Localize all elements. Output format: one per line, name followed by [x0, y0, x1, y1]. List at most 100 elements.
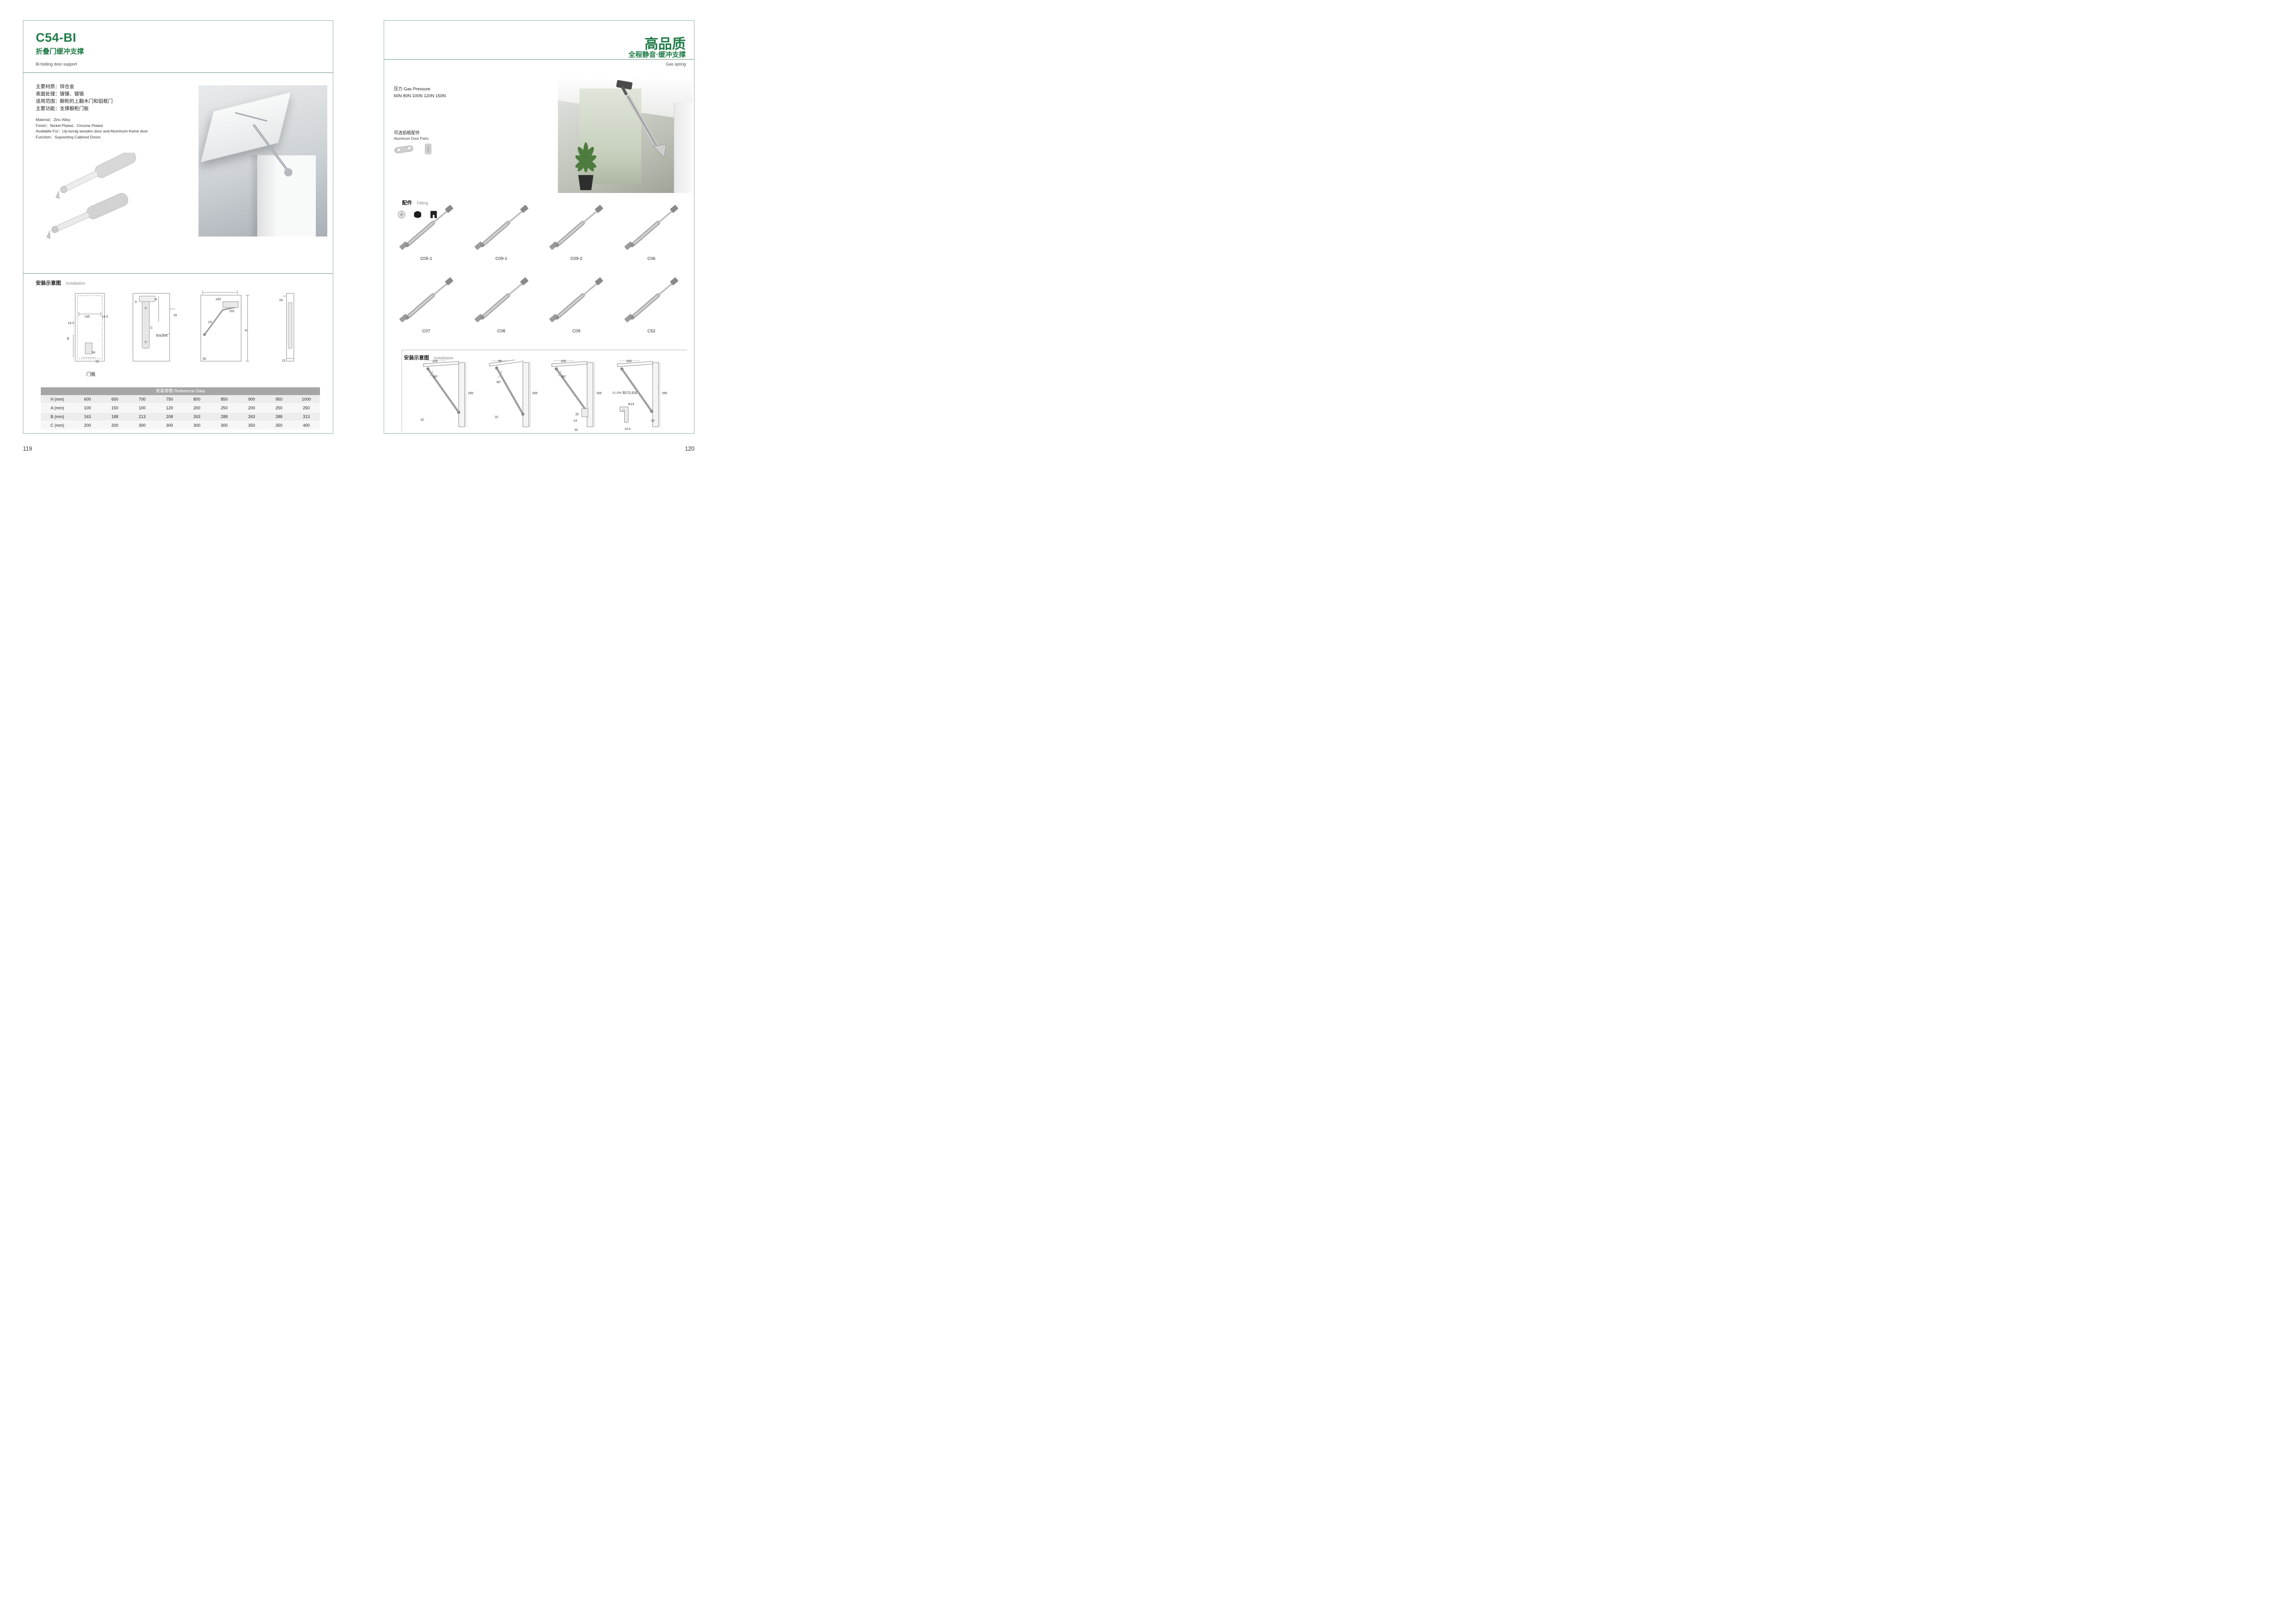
- table-cell: 200: [193, 406, 201, 410]
- left-page-header: C54-BI 折叠门缓冲支撑 Bi folding door support: [36, 31, 84, 66]
- table-cell: 313: [303, 414, 310, 419]
- spec-line: 表面处理：镀镍、镀铬: [36, 91, 84, 97]
- application-photo: [198, 85, 327, 237]
- table-cell: 950: [275, 397, 283, 402]
- dim-label: 12: [282, 359, 286, 363]
- installation-section-title: 安装示意图 Installation: [36, 279, 85, 287]
- gas-spring-photo: [547, 203, 606, 254]
- dim-label: 193: [215, 298, 221, 301]
- aluminum-parts-icons: [394, 143, 433, 155]
- gas-spring-photo: [397, 203, 456, 254]
- product-label: C09-2: [570, 256, 583, 261]
- dim-label: A: [155, 298, 157, 301]
- spec-line: 主要材质：锌合金: [36, 84, 74, 89]
- application-photo: [558, 79, 693, 193]
- spec-line: 主要功能：支撑橱柜门板: [36, 106, 89, 111]
- right-catalog-page: 高品质 全程静音·缓冲支撑 Gas spring 压力 Gas Pressure…: [384, 20, 694, 434]
- product-grid: C05-1 C09-1 C09-2 C06 C07 C08 C09 C52: [391, 203, 687, 340]
- dim-label: C: [150, 326, 153, 330]
- table-cell: 900: [248, 397, 255, 402]
- table-row-label: A (mm): [50, 406, 64, 410]
- aluminum-parts-label-cn: 可选铝框配件: [394, 131, 420, 136]
- product-photo: [39, 151, 145, 240]
- section-divider: [23, 273, 333, 274]
- door-panel-label: 门板: [86, 372, 96, 377]
- aluminum-clip-icon: [425, 143, 431, 154]
- installation-drawing-door-panel: 135 14.5 14.5 B 54 12: [67, 289, 110, 369]
- table-cell: 250: [303, 406, 310, 410]
- install-diagram-3: 100 80° 265 32 14 32: [547, 360, 606, 432]
- table-cell: 288: [275, 414, 283, 419]
- gas-spring-photo: [547, 275, 606, 327]
- fitting-title-cn: 配件: [402, 200, 412, 206]
- swivel-fitting-icon: [397, 210, 406, 219]
- table-cell: 600: [84, 397, 91, 402]
- dim-label: 侧板厚度: [156, 334, 168, 337]
- table-cell: 750: [166, 397, 173, 402]
- aluminum-bracket-icon: [394, 145, 413, 154]
- table-cell: 300: [166, 423, 173, 428]
- product-label: C09-1: [495, 256, 507, 261]
- dim-label: 265: [468, 392, 474, 395]
- table-cell: 100: [84, 406, 91, 410]
- quality-title-cn: 高品质: [645, 37, 686, 52]
- page-number-left: 119: [23, 446, 32, 452]
- table-row-label: B (mm): [50, 414, 64, 419]
- cabinet-shadow: [249, 155, 257, 237]
- table-cell: 400: [303, 423, 310, 428]
- dim-label: 100: [626, 360, 632, 363]
- plant: [575, 142, 596, 190]
- dim-label: 265: [596, 392, 602, 395]
- table-row-label: H (mm): [50, 397, 64, 402]
- table-cell: 288: [220, 414, 228, 419]
- spec-line: 适用范围：橱柜的上翻木门和铝框门: [36, 99, 113, 104]
- dim-label: Φ15: [628, 403, 634, 406]
- dim-label: 10: [651, 419, 655, 423]
- gas-spring-illustration: [616, 80, 667, 158]
- reference-table-title: 安装参数 Reference Data: [41, 387, 320, 395]
- spec-line: Finish：Nickel Plated、Chrome Plated: [36, 123, 103, 128]
- table-cell: 300: [193, 423, 201, 428]
- table-cell: 263: [193, 414, 201, 419]
- quality-subtitle-cn: 全程静音·缓冲支撑: [628, 51, 686, 59]
- fitting-icons: [396, 209, 440, 220]
- gas-pressure-values: 60N 80N 100N 120N 150N: [394, 94, 446, 99]
- specs-english: Material：Zinc Alloy Finish：Nickel Plated…: [36, 117, 148, 140]
- black-cap-fitting-icon: [414, 211, 421, 218]
- aluminum-parts-block: 可选铝框配件 Aluminum Door Parts: [394, 129, 429, 141]
- installation-title-en: Installation: [66, 281, 86, 286]
- spec-line: Function：Supoorting Cabined Doors: [36, 134, 101, 139]
- installation-drawing-section: 24 12: [279, 289, 300, 369]
- table-cell: 250: [275, 406, 283, 410]
- dim-label: 100: [432, 360, 438, 363]
- install-diagram-1: 100 80° 265 10: [419, 360, 478, 432]
- dim-label: 135: [84, 315, 90, 319]
- table-cell: 200: [248, 406, 255, 410]
- table-cell: 850: [220, 397, 228, 402]
- aluminum-parts-label-en: Aluminum Door Parts: [394, 137, 429, 141]
- dim-label: 32: [574, 429, 578, 432]
- stay-arm-illustration: [235, 112, 292, 176]
- product-label: C52: [647, 329, 656, 334]
- gas-spring-photo: [397, 275, 456, 327]
- gas-spring-photo: [472, 203, 531, 254]
- install-diagram-4: 100 265 01.004 需打孔安装 Φ15 14.5 10: [612, 360, 672, 432]
- black-clip-fitting-icon: [430, 211, 437, 218]
- product-cell: C52: [616, 275, 687, 340]
- dim-label: B: [67, 337, 69, 341]
- header-divider: [384, 59, 694, 60]
- dim-label: 80°: [562, 375, 567, 379]
- product-label: C09: [572, 329, 581, 334]
- dim-label: 14: [573, 419, 577, 423]
- product-label: C05-1: [420, 256, 432, 261]
- table-cell: 150: [111, 406, 119, 410]
- product-cell: C09: [541, 275, 612, 340]
- dim-label: 265: [532, 392, 538, 395]
- dim-label: 14.5: [68, 322, 74, 325]
- product-subtitle-en: Bi folding door support: [36, 62, 77, 66]
- table-cell: 700: [138, 397, 146, 402]
- page-number-right: 120: [685, 446, 694, 452]
- table-cell: 200: [84, 423, 91, 428]
